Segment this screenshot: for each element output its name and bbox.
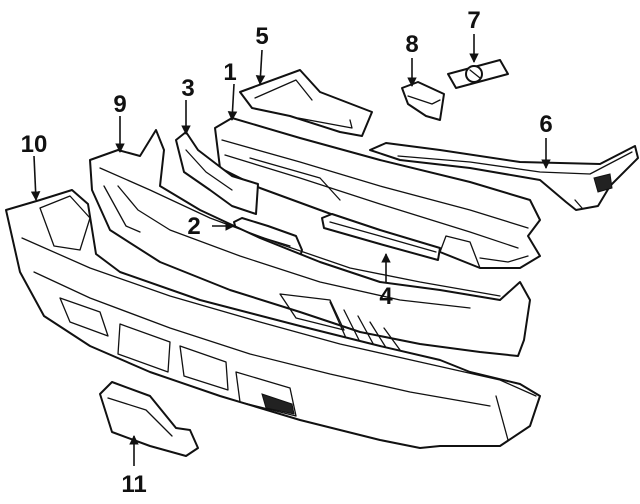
callout-11: 11	[121, 471, 146, 498]
leader-5	[255, 49, 266, 85]
part-5-filler-panel	[239, 69, 373, 137]
part-8-bracket	[401, 81, 445, 121]
callout-10: 10	[21, 131, 48, 158]
part-10-fascia	[5, 189, 541, 449]
part-3-bracket	[175, 131, 259, 215]
callout-numbers: 1 2 3 4 5 6 7 8 9 10 11	[21, 7, 553, 498]
callout-6: 6	[539, 111, 552, 138]
part-1-reinforcement	[214, 117, 541, 269]
part-7-plate-bracket	[447, 59, 509, 89]
leader-lines	[30, 34, 551, 466]
callout-9: 9	[113, 91, 126, 118]
callout-4: 4	[379, 283, 393, 310]
callout-1: 1	[223, 59, 236, 86]
part-6-filler-strip	[369, 142, 639, 211]
part-4-absorber-strip	[321, 213, 441, 261]
callout-7: 7	[467, 7, 480, 34]
leader-1	[227, 83, 238, 121]
callout-8: 8	[405, 31, 418, 58]
callout-5: 5	[255, 23, 268, 50]
callout-2: 2	[187, 213, 200, 240]
part-11-grille-insert	[99, 381, 199, 457]
callout-3: 3	[181, 75, 194, 102]
part-9-bumper-cover	[89, 129, 531, 361]
leader-10	[30, 155, 41, 201]
